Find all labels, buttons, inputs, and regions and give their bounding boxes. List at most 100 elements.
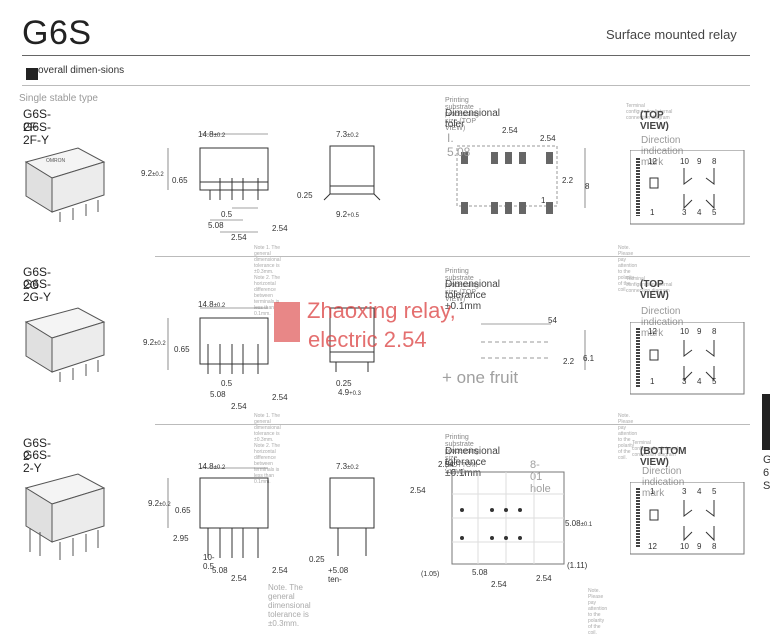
dimension-label: 2.54 [231, 574, 247, 583]
pin-label: 9 [697, 327, 702, 336]
dimension-label: 5.08 [210, 390, 226, 399]
terminal-diagram [630, 322, 745, 395]
section-rule [22, 85, 750, 86]
section-divider [155, 424, 750, 425]
dimension-label: 2.95 [173, 534, 189, 543]
terminal-diagram-title: Terminal configuration/internal connecti… [632, 440, 679, 458]
dimension-label: 5.08 [472, 568, 488, 577]
pin-label: 10 [680, 327, 689, 336]
dimension-label: 5.08 [212, 566, 228, 575]
dimension-label: 0.5 [221, 379, 233, 388]
pcb-hole-drawing [451, 471, 565, 565]
model-name: G6S-2-Y [23, 448, 52, 475]
side-view-drawing [329, 477, 375, 556]
dimension-label: 2.54 [231, 233, 247, 242]
pin-label: 3 [682, 487, 687, 496]
terminal-diagram [630, 150, 745, 225]
hole-label: 8-01 hole [530, 459, 551, 495]
page-title: G6S [22, 14, 92, 52]
front-view-drawing [167, 133, 269, 233]
dimension-label: 4.9+0.3 [338, 388, 361, 397]
dimension-label: 0.25 [309, 555, 325, 564]
model-name: G6S-2G [23, 265, 52, 292]
overall-dimensions-label: overall dimen-sions [38, 65, 125, 76]
model-name: G6S-2 [23, 436, 52, 463]
dimension-label: 2.54 [536, 574, 552, 583]
pin-label: 9 [697, 542, 702, 551]
pin-label: 1 [650, 487, 655, 496]
watermark-text: electric 2.54 [308, 327, 427, 352]
dimension-label: 8 [585, 182, 590, 191]
depth-dimension: 7.3±0.2 [336, 462, 359, 471]
pin-label: 12 [648, 542, 657, 551]
pin-label: 1 [650, 208, 655, 217]
pin-label: 8 [712, 327, 717, 336]
tolerance-label: Dimensional tolerance ±0.1mm [445, 279, 501, 312]
view-label: (BOTTOM VIEW) [640, 446, 687, 468]
dimension-label: 10-0.5 [203, 553, 215, 571]
section-marker [26, 68, 38, 80]
relay-illustration [24, 473, 106, 560]
height-dimension: 9.2±0.2 [141, 169, 164, 178]
terminal-diagram-title: Terminal configuration/internal connecti… [626, 276, 673, 294]
dimension-label: 2.54 [272, 393, 288, 402]
pin-label: 10 [680, 542, 689, 551]
view-label: (TOP VIEW) [640, 110, 669, 132]
pcb-layout-drawing [456, 145, 586, 214]
footnote: Note. Please pay attention to the polari… [618, 245, 638, 293]
pcb-size-title: Printing substrate processing size (TOP … [445, 97, 479, 132]
dimension-label: 0.65 [175, 506, 191, 515]
dimension-label: 9.2+0.5 [336, 210, 359, 219]
pin-label: 5 [712, 208, 717, 217]
dimension-label: 2.2 [562, 176, 574, 185]
relay-illustration [24, 307, 106, 382]
pin-label: 5 [712, 377, 717, 386]
section-divider [155, 256, 750, 257]
relay-marking: OMRON [46, 158, 66, 164]
dimension-label: 6.1 [583, 354, 595, 363]
pin-label: 4 [697, 487, 702, 496]
view-label: (TOP VIEW) [640, 279, 669, 301]
terminal-diagram [630, 482, 745, 555]
dimension-label: 2.2 [563, 357, 575, 366]
front-view-drawing [167, 467, 269, 558]
pin-label: 10 [680, 157, 689, 166]
dimension-label: 0.65 [174, 345, 190, 354]
side-view-drawing [323, 145, 381, 201]
side-view-drawing [329, 307, 375, 372]
front-view-drawing [167, 307, 269, 374]
dimension-label: 2.54 [438, 460, 454, 469]
pin-label: 3 [682, 377, 687, 386]
dimension-label: 2.54 [272, 224, 288, 233]
width-dimension: 14.8±0.2 [198, 462, 226, 471]
footnote: Note. Please pay attention to the polari… [588, 588, 608, 636]
pin-label: 3 [682, 208, 687, 217]
footnote: Note 1. The general dimensional toleranc… [254, 413, 281, 485]
dimension-label: 5.08±0.1 [565, 519, 593, 528]
model-name: G6S-2F-Y [23, 120, 52, 147]
pin-label: 12 [648, 327, 657, 336]
dimension-label: 2.54 [502, 126, 518, 135]
pin-label: 12 [648, 157, 657, 166]
pin-label: 4 [697, 208, 702, 217]
dimension-label: 0.5 [221, 210, 233, 219]
side-tab [762, 394, 770, 450]
watermark-logo [274, 302, 300, 342]
width-dimension: 14.8±0.2 [198, 300, 226, 309]
dimension-label: 2.54 [410, 486, 426, 495]
dimension-label: 54 [548, 316, 557, 325]
pin-label: 9 [697, 157, 702, 166]
dimension-label: (1.05) [421, 571, 440, 578]
model-name: G6S-2G-Y [23, 277, 52, 304]
height-dimension: 9.2±0.2 [143, 338, 166, 347]
watermark-text: Zhaoxing relay, [307, 298, 456, 323]
pin-label: 4 [697, 377, 702, 386]
watermark-text: + one fruit [442, 368, 519, 387]
tolerance-label: Dimensional tolerance ±0.1mm [445, 446, 501, 479]
relay-illustration: OMRON [24, 147, 106, 222]
footnote: Note. The general dimensional tolerance … [268, 583, 311, 628]
header-rule [22, 55, 750, 56]
direction-mark-label: Direction indication mark [641, 135, 684, 168]
dimension-label: +5.08 ten- [328, 566, 349, 584]
dimension-label: 0.65 [172, 176, 188, 185]
